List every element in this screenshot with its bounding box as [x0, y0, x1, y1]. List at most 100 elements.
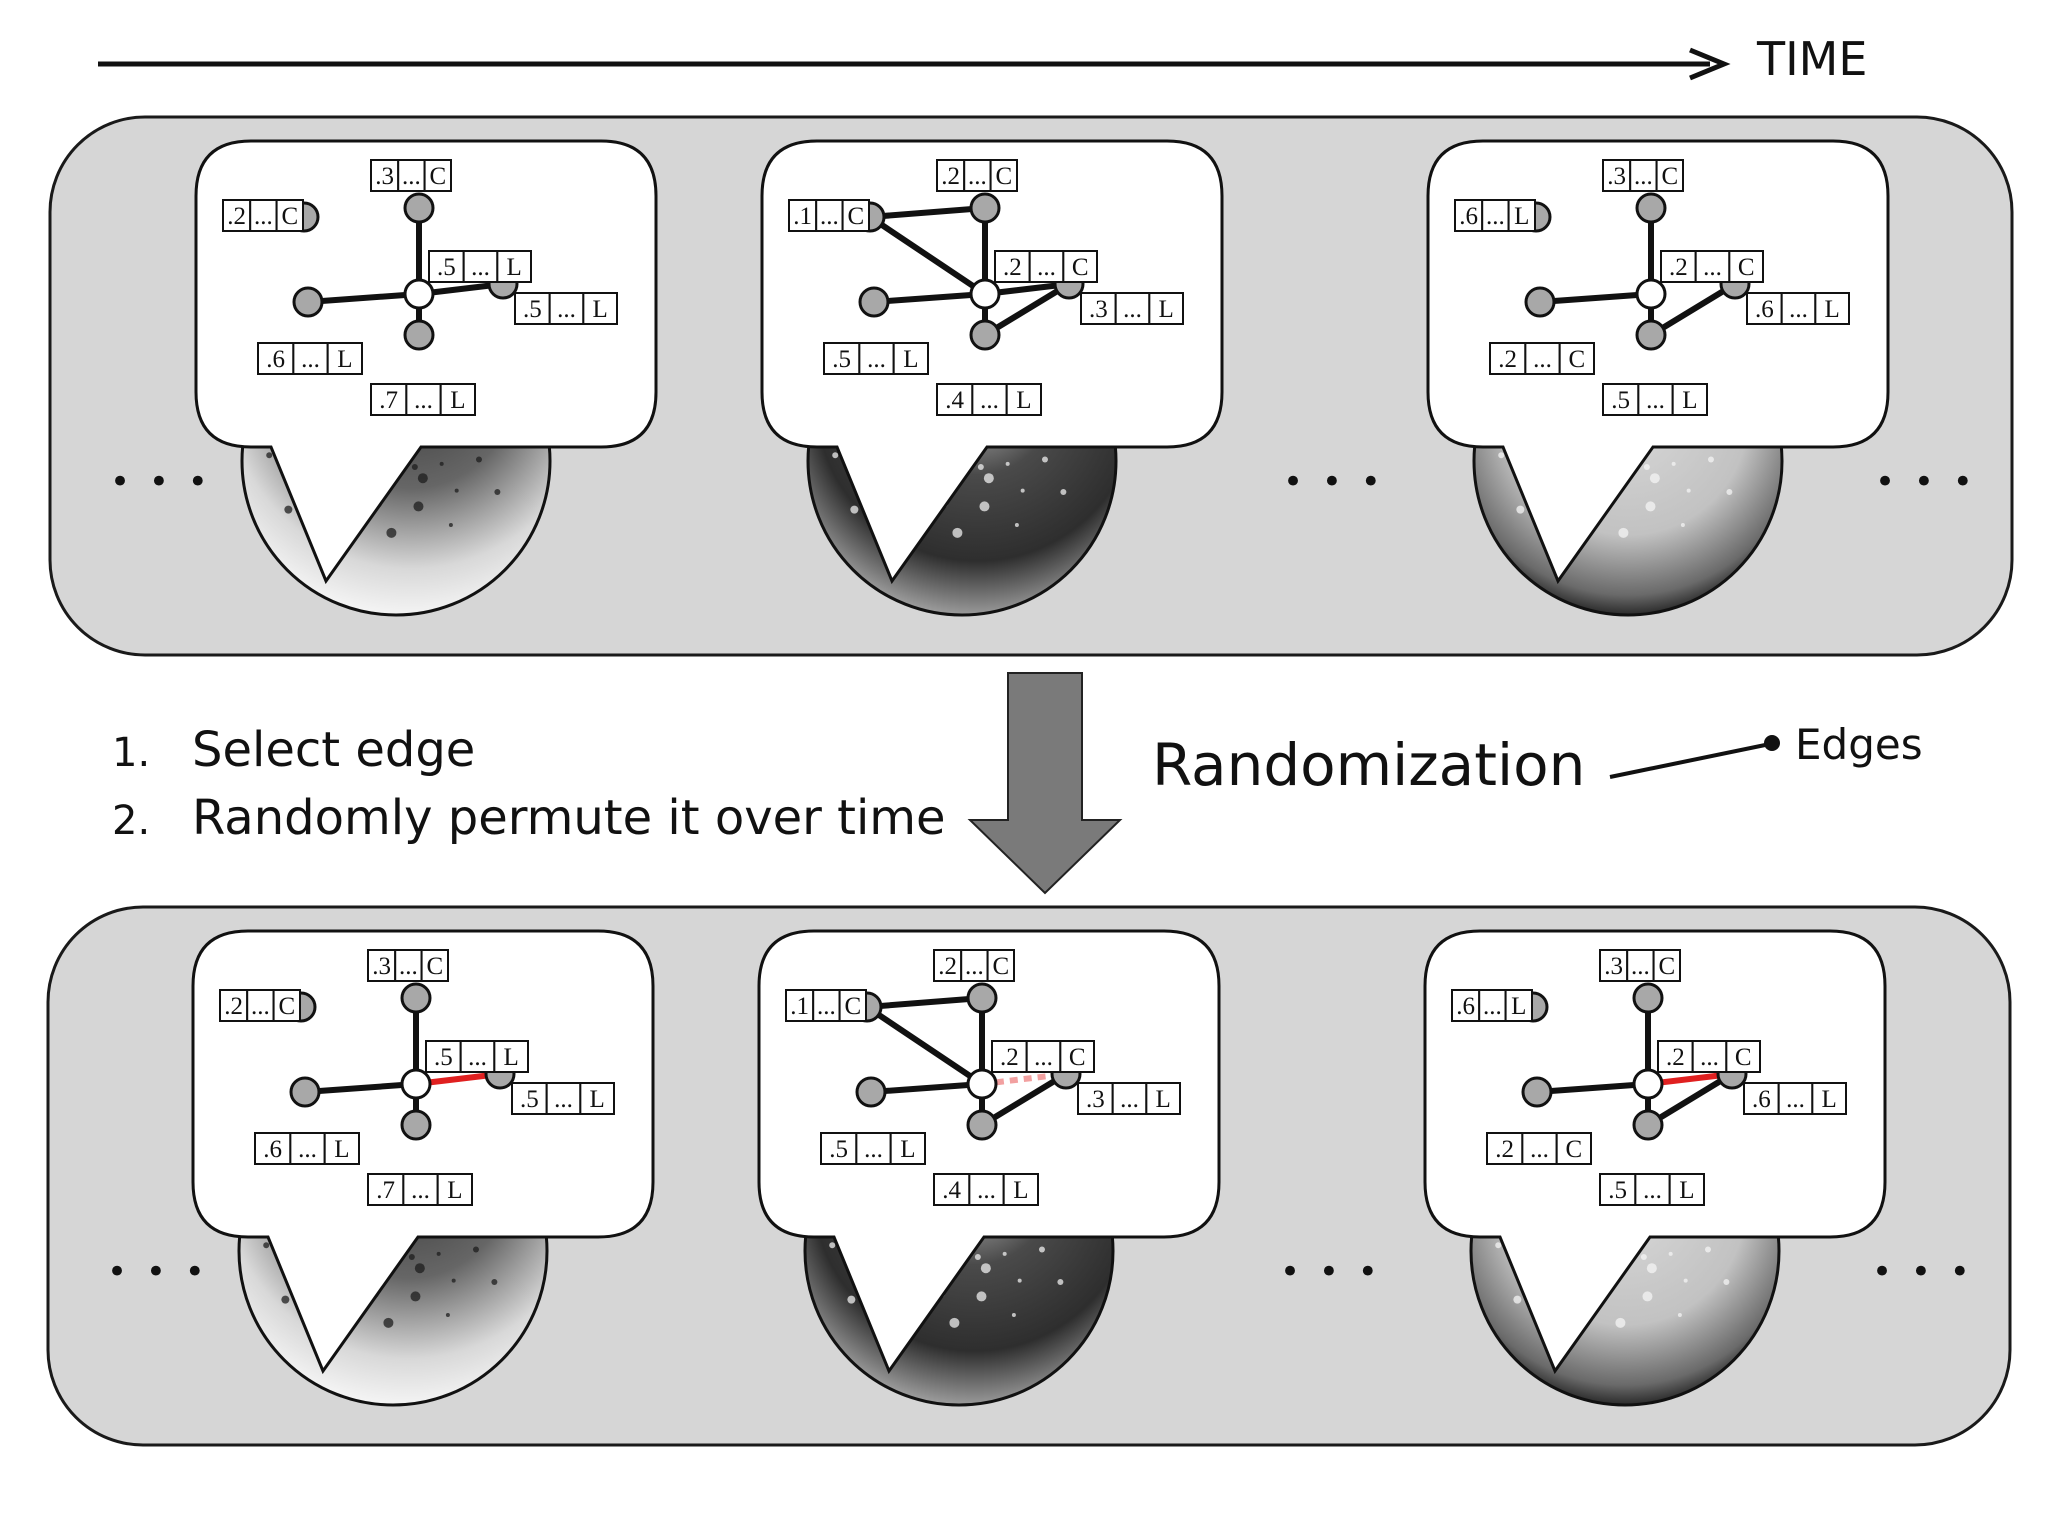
- node-label-midr: .2...C: [991, 1040, 1095, 1073]
- image-speck: [1642, 1291, 1653, 1302]
- label-cell: [1629, 159, 1658, 192]
- label-cell: [989, 159, 1018, 192]
- node-label-bot: .4...L: [933, 1173, 1039, 1206]
- label-weight: .3: [1604, 953, 1623, 980]
- label-type: C: [1738, 254, 1755, 281]
- label-type: C: [429, 163, 446, 190]
- image-speck: [1677, 1312, 1682, 1317]
- time-arrow: [98, 47, 1731, 81]
- white-hub: [1635, 278, 1667, 310]
- step-2-text: Randomly permute it over time: [192, 790, 946, 846]
- image-speck: [977, 463, 984, 470]
- label-cell: [823, 342, 861, 375]
- label-cell: [1780, 292, 1817, 325]
- image-speck: [1041, 456, 1048, 463]
- label-weight: .7: [376, 1177, 395, 1204]
- node-label-top: .3...C: [1599, 949, 1681, 982]
- network-node: [400, 982, 432, 1014]
- label-type: L: [334, 1136, 349, 1163]
- node-label-top: .3...C: [1602, 159, 1684, 192]
- network-node: [969, 192, 1001, 224]
- node-label-bl: .2...C: [1489, 342, 1596, 375]
- node-label-left: .2...C: [222, 199, 305, 232]
- image-speck: [1671, 461, 1676, 466]
- node-label-bot: .5...L: [1602, 383, 1709, 416]
- label-cell: [402, 1173, 439, 1206]
- image-speck: [952, 527, 963, 538]
- image-speck: [1646, 1263, 1657, 1274]
- image-speck: [1005, 461, 1010, 466]
- label-cell: [971, 383, 1008, 416]
- label-type: L: [507, 254, 522, 281]
- label-cell: [459, 1040, 496, 1073]
- label-cell: [1059, 1040, 1095, 1073]
- image-speck: [1615, 1317, 1626, 1328]
- node-label-right: .3...L: [1077, 1082, 1181, 1115]
- label-weight: .5: [829, 1136, 848, 1163]
- label-ellipsis: ...: [1700, 1044, 1719, 1071]
- image-speck: [1704, 1246, 1711, 1253]
- network-node: [1521, 1076, 1553, 1108]
- label-weight: .2: [938, 953, 957, 980]
- label-type: C: [426, 953, 443, 980]
- image-speck: [1680, 522, 1685, 527]
- image-speck: [263, 1242, 270, 1249]
- label-weight: .5: [1608, 1177, 1627, 1204]
- callout-bubble: [1426, 139, 1890, 585]
- label-ellipsis: ...: [557, 296, 576, 323]
- network-node: [858, 286, 890, 318]
- network-node: [1632, 1109, 1664, 1141]
- label-ellipsis: ...: [1486, 203, 1505, 230]
- label-ellipsis: ...: [820, 203, 839, 230]
- image-speck: [1002, 1251, 1007, 1256]
- white-hub: [966, 1068, 998, 1100]
- node-label-midr: .2...C: [994, 250, 1098, 283]
- image-speck: [1057, 1279, 1064, 1286]
- label-cell: [1062, 250, 1098, 283]
- label-cell: [1486, 1132, 1524, 1165]
- label-cell: [1454, 199, 1484, 232]
- label-cell: [462, 250, 499, 283]
- label-cell: [1077, 1082, 1114, 1115]
- label-ellipsis: ...: [1530, 1136, 1549, 1163]
- label-weight: .2: [1000, 1044, 1019, 1071]
- label-weight: .6: [1755, 296, 1774, 323]
- label-cell: [436, 1173, 473, 1206]
- image-speck: [454, 488, 459, 493]
- step-2-number: 2.: [112, 798, 150, 844]
- node-label-bot: .5...L: [1599, 1173, 1706, 1206]
- network-edge: [1534, 1081, 1651, 1095]
- label-cell: [1080, 292, 1117, 325]
- randomized-snapshots: .3...C.2...C.5...L.5...L.6...L.7...L.2..…: [191, 929, 1887, 1407]
- node-label-bl: .6...L: [254, 1132, 360, 1165]
- label-cell: [986, 949, 1015, 982]
- label-type: C: [847, 203, 864, 230]
- label-cell: [1145, 1082, 1181, 1115]
- label-ellipsis: ...: [1631, 953, 1650, 980]
- image-speck: [847, 1295, 856, 1304]
- label-ellipsis: ...: [554, 1086, 573, 1113]
- label-weight: .3: [1089, 296, 1108, 323]
- node-label-right: .6...L: [1746, 292, 1850, 325]
- label-type: L: [1159, 296, 1174, 323]
- image-speck: [1726, 489, 1733, 496]
- label-cell: [1451, 989, 1481, 1022]
- label-type: L: [1682, 387, 1697, 414]
- image-speck: [411, 463, 418, 470]
- image-speck: [1014, 522, 1019, 527]
- label-cell: [1634, 1173, 1671, 1206]
- image-speck: [1723, 1279, 1730, 1286]
- label-cell: [1028, 250, 1065, 283]
- image-speck: [413, 501, 424, 512]
- label-cell: [397, 159, 426, 192]
- label-type: L: [1514, 203, 1529, 230]
- label-cell: [1652, 949, 1681, 982]
- label-cell: [289, 1132, 326, 1165]
- label-weight: .5: [437, 254, 456, 281]
- original-snapshots: .3...C.2...C.5...L.5...L.6...L.7...L.2..…: [194, 139, 1890, 617]
- label-cell: [841, 199, 870, 232]
- image-speck: [1640, 1253, 1647, 1260]
- node-label-top: .2...C: [933, 949, 1015, 982]
- image-speck: [491, 1279, 498, 1286]
- network-node: [400, 1109, 432, 1141]
